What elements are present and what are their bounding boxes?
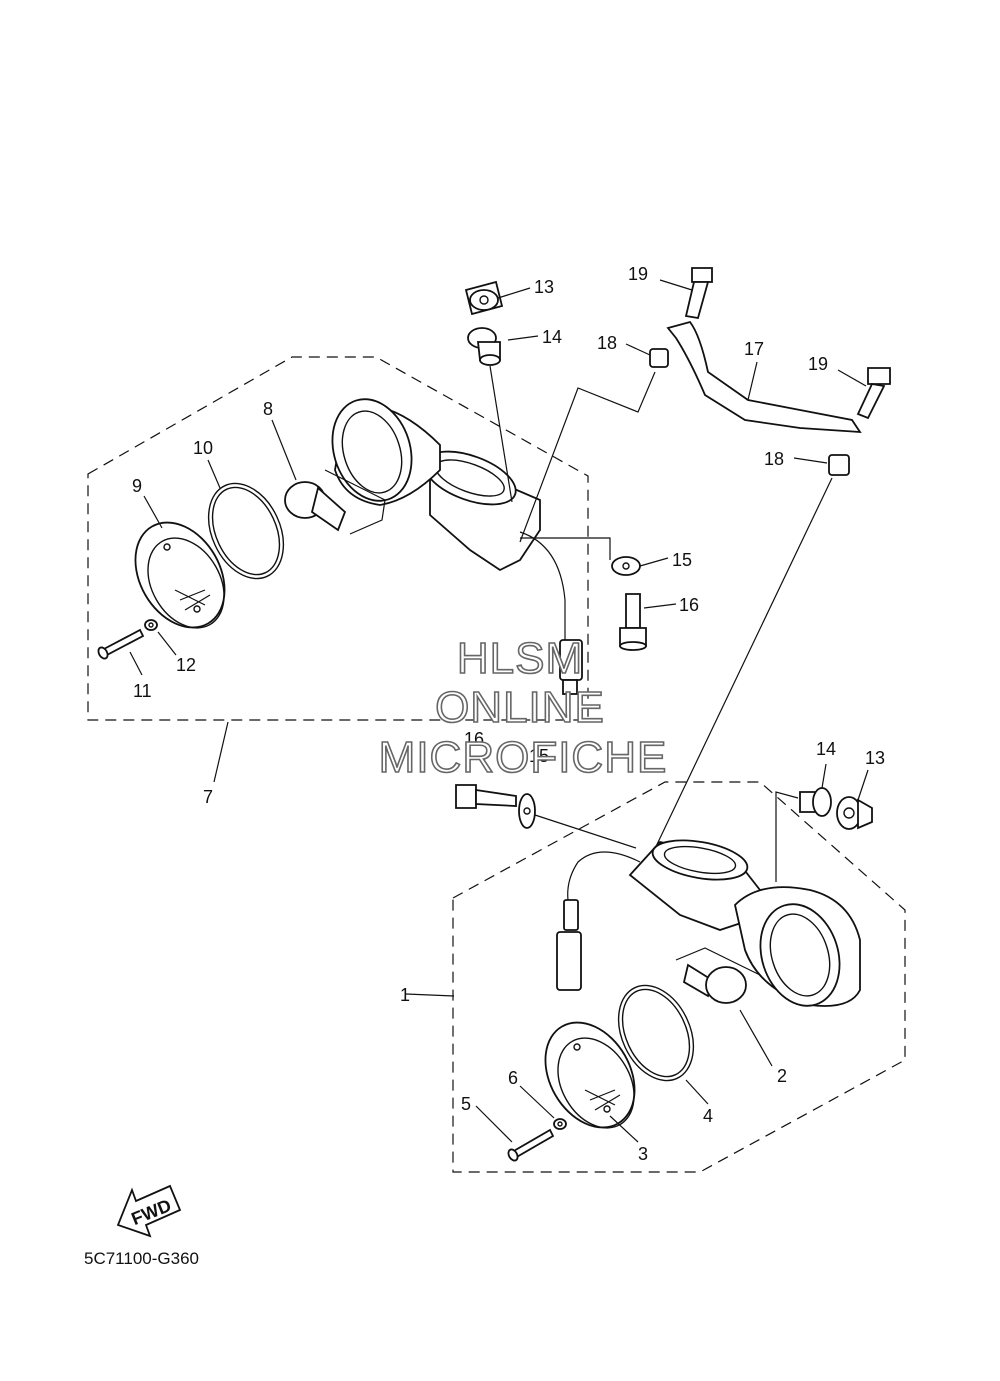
callout-10: 10 [193,438,213,458]
turn-signal-housing-lower [556,839,861,1007]
callout-19-lower: 19 [808,354,828,374]
washer-15-lower [518,793,536,829]
callout-12: 12 [176,655,196,675]
callout-18-upper: 18 [597,333,617,353]
leader-14-to-housing [489,365,513,503]
fwd-arrow-icon: FWD [116,1184,182,1238]
nut-13-lower [836,796,873,830]
collar-14-lower [799,787,832,817]
collar-18-left [649,348,669,368]
screw-5 [507,1128,555,1162]
callout-11: 11 [133,681,152,701]
leader-15-lower [534,814,637,849]
callout-8: 8 [263,399,273,419]
washer-15-upper [611,556,641,576]
callout-16-upper: 16 [679,595,699,615]
bulb-lower [675,947,761,1004]
callout-13-upper: 13 [534,277,554,297]
watermark-line-2: ONLINE [435,683,605,732]
diagram-code: 5C71100-G360 [84,1249,199,1268]
bolt-16-lower [455,784,517,809]
callout-6: 6 [508,1068,518,1088]
screw-19-right [856,367,891,420]
callout-14-lower: 14 [816,739,836,759]
assembly-7-boundary [87,356,589,721]
watermark: HLSM ONLINE MICROFICHE [378,633,668,783]
washer-12 [144,619,158,631]
screw-11 [97,628,145,660]
callout-leaders [129,279,869,1143]
oring-upper [207,482,285,580]
leader-18-upper-path [519,371,656,543]
callout-2: 2 [777,1066,787,1086]
callout-3: 3 [638,1144,648,1164]
lens-lower [544,1021,636,1129]
callout-16-lower: 16 [464,729,484,749]
bulb-upper [284,469,386,535]
watermark-line-1: HLSM [457,634,583,683]
callout-7: 7 [203,787,213,807]
bracket-17 [666,320,862,434]
nut-13-upper [464,280,504,316]
collar-14-upper [467,327,501,366]
callout-18-lower: 18 [764,449,784,469]
callout-19-upper: 19 [628,264,648,284]
watermark-line-3: MICROFICHE [379,733,668,782]
callout-1: 1 [400,985,410,1005]
assembly-1-boundary [452,781,906,1173]
oring-lower [617,984,695,1082]
bolt-16-upper [619,593,647,651]
leader-18-lower-path [639,477,833,881]
callout-5: 5 [461,1094,471,1114]
callout-4: 4 [703,1106,713,1126]
callout-9: 9 [132,476,142,496]
callout-13-lower: 13 [865,748,885,768]
leader-14-lower [775,791,799,882]
turn-signal-housing-upper [331,398,583,695]
screw-19-left [684,267,713,320]
callout-17: 17 [744,339,764,359]
callout-15-lower: 15 [529,746,549,766]
collar-18-right [828,454,850,476]
lens-upper [134,521,226,629]
callout-15-upper: 15 [672,550,692,570]
leader-15-upper [520,537,611,560]
washer-6 [553,1118,567,1130]
callout-14-upper: 14 [542,327,562,347]
